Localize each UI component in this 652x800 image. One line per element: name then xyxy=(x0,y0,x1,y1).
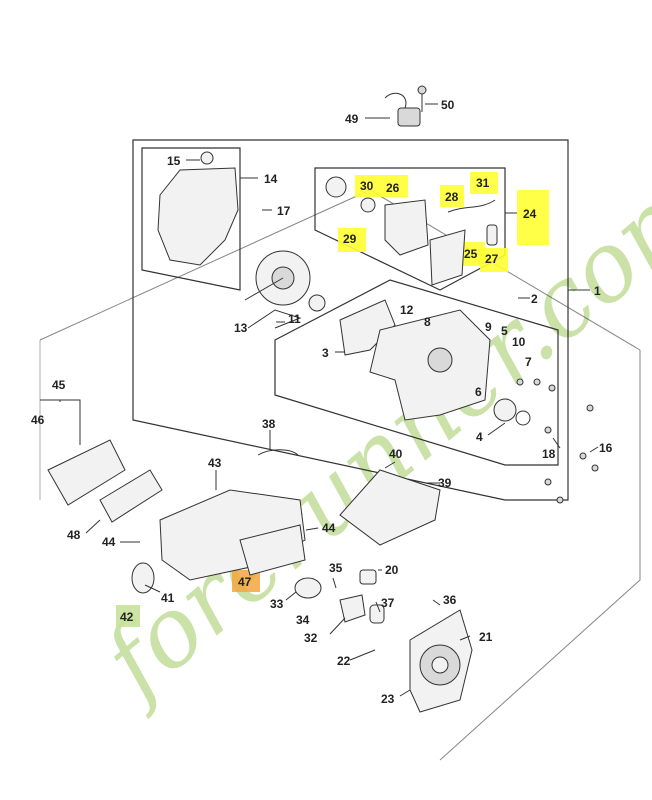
label-29: 29 xyxy=(343,232,357,246)
label-27: 27 xyxy=(485,252,499,266)
label-9: 9 xyxy=(485,320,492,334)
label-46: 46 xyxy=(31,413,45,427)
flywheel-13 xyxy=(244,250,326,312)
label-18: 18 xyxy=(542,447,556,461)
label-50: 50 xyxy=(441,98,455,112)
label-5: 5 xyxy=(501,324,508,338)
part-20 xyxy=(359,569,377,585)
screws-16-18 xyxy=(516,378,599,504)
label-36: 36 xyxy=(443,593,457,607)
main-group-frame xyxy=(132,139,569,501)
label-7: 7 xyxy=(525,355,532,369)
label-2: 2 xyxy=(531,292,538,306)
filter-48 xyxy=(99,469,163,523)
label-13: 13 xyxy=(234,321,248,335)
label-24: 24 xyxy=(523,207,537,221)
label-11: 11 xyxy=(288,312,301,326)
label-26: 26 xyxy=(386,181,400,195)
part-33 xyxy=(294,577,322,599)
callout-labels: 1 2 3 4 5 6 7 8 9 10 11 12 13 14 15 16 1… xyxy=(31,98,613,706)
fan-housing-frame xyxy=(141,147,241,291)
label-8: 8 xyxy=(424,315,431,329)
label-6: 6 xyxy=(475,385,482,399)
knob-41 xyxy=(131,562,155,594)
label-40: 40 xyxy=(389,447,403,461)
label-30: 30 xyxy=(360,179,374,193)
label-45: 45 xyxy=(52,378,66,392)
label-20: 20 xyxy=(385,563,399,577)
label-15: 15 xyxy=(167,154,181,168)
label-3: 3 xyxy=(322,346,329,360)
label-12: 12 xyxy=(400,303,414,317)
label-37: 37 xyxy=(381,596,395,610)
leader-lines xyxy=(40,103,599,697)
bolt-15 xyxy=(200,151,214,165)
fan-housing-14 xyxy=(157,167,239,266)
label-22: 22 xyxy=(337,654,351,668)
label-42: 42 xyxy=(120,610,134,624)
cover-26 xyxy=(384,199,429,256)
label-14: 14 xyxy=(264,172,278,186)
label-43: 43 xyxy=(208,456,222,470)
label-44a: 44 xyxy=(102,535,116,549)
label-44b: 44 xyxy=(322,521,336,535)
starter-21 xyxy=(409,609,473,713)
filter-30 xyxy=(325,176,347,198)
filter-cover-45 xyxy=(47,439,126,506)
label-16: 16 xyxy=(599,441,613,455)
crankcase-frame xyxy=(274,279,559,466)
part-27 xyxy=(486,224,498,246)
label-17: 17 xyxy=(277,204,291,218)
label-32: 32 xyxy=(304,631,318,645)
label-23: 23 xyxy=(381,692,395,706)
label-4: 4 xyxy=(476,430,483,444)
label-47: 47 xyxy=(238,575,252,589)
fuel-subgroup-frame xyxy=(314,167,506,291)
label-10: 10 xyxy=(512,335,526,349)
wire-harness-49 xyxy=(384,85,427,127)
label-39: 39 xyxy=(438,476,452,490)
label-1: 1 xyxy=(594,284,601,298)
label-25: 25 xyxy=(464,247,478,261)
bottom-plate-39 xyxy=(339,469,441,546)
label-21: 21 xyxy=(479,630,493,644)
label-34: 34 xyxy=(296,613,310,627)
label-28: 28 xyxy=(445,190,459,204)
plate-25 xyxy=(429,229,466,286)
label-49: 49 xyxy=(345,112,359,126)
label-33: 33 xyxy=(270,597,284,611)
cover-47 xyxy=(239,524,306,576)
part-32 xyxy=(339,594,366,623)
label-41: 41 xyxy=(161,591,175,605)
label-38: 38 xyxy=(262,417,276,431)
label-31: 31 xyxy=(476,176,490,190)
bearing-4 xyxy=(493,398,517,422)
label-35: 35 xyxy=(329,561,343,575)
label-48: 48 xyxy=(67,528,81,542)
